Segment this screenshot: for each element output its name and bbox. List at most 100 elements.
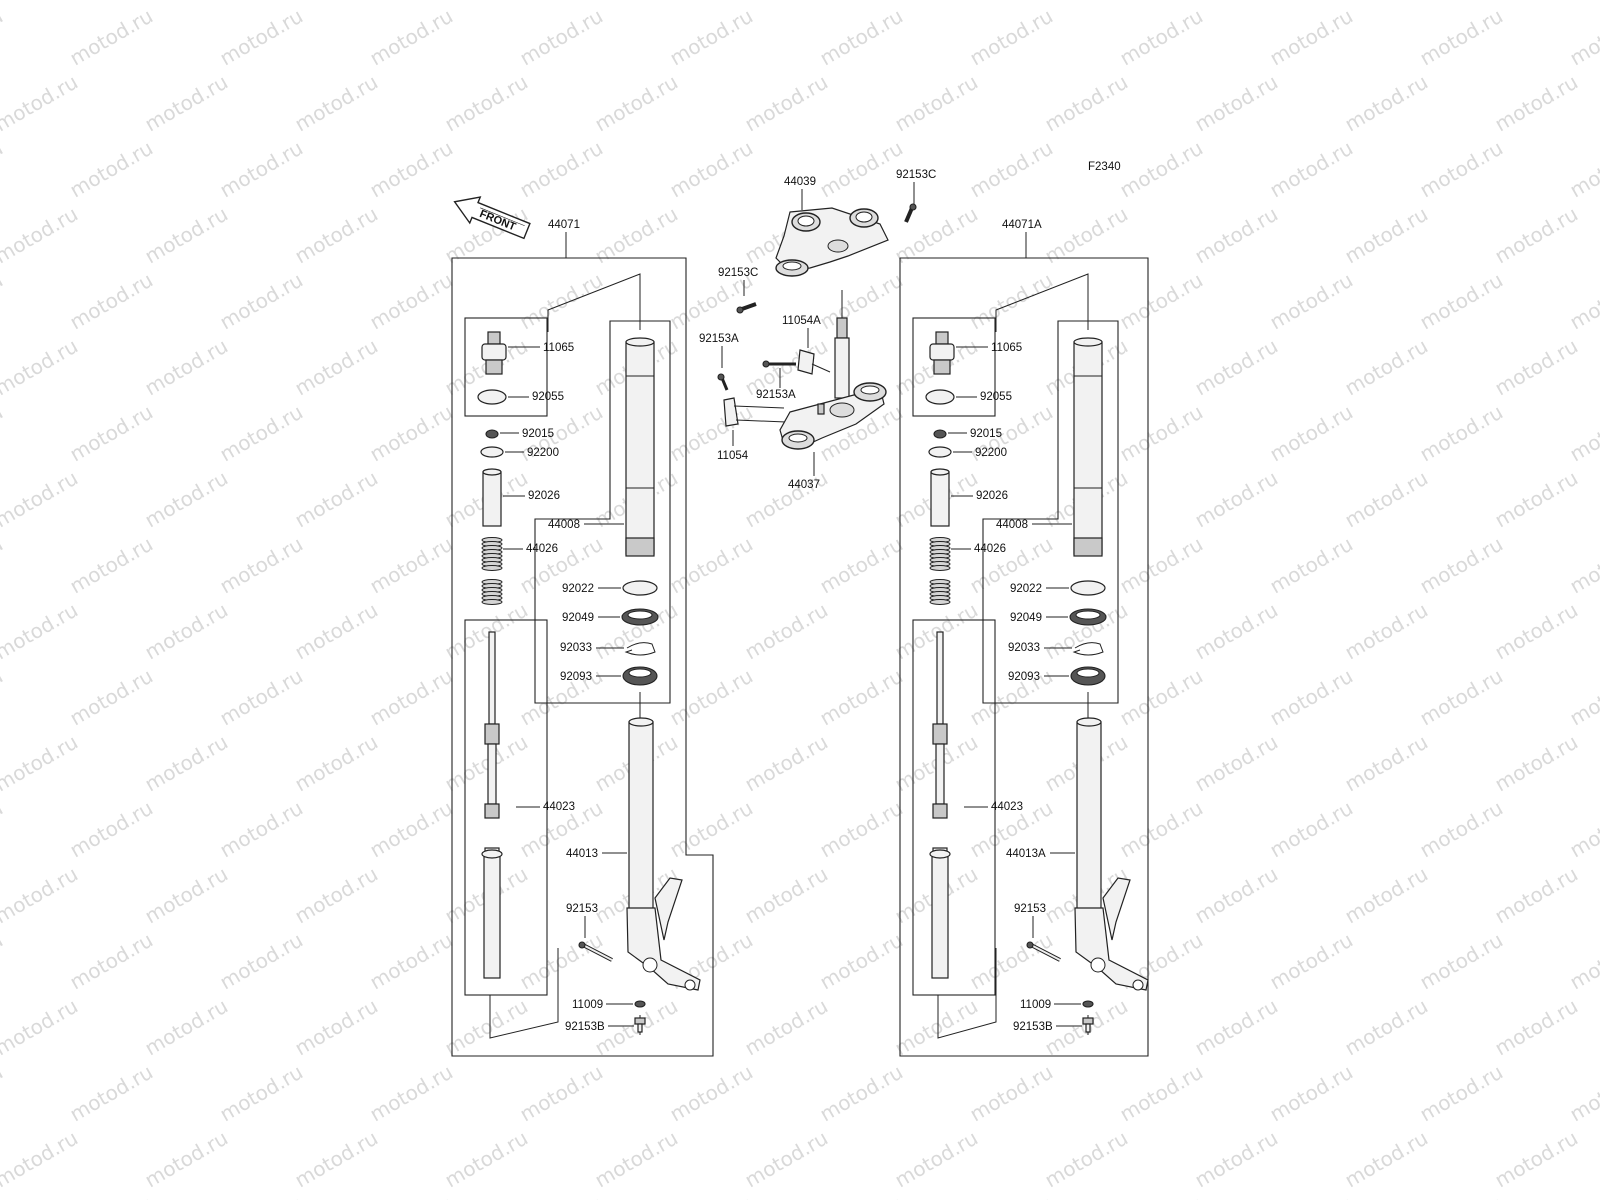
left-label-clip: 92033 bbox=[560, 642, 592, 654]
fork-collar bbox=[482, 468, 502, 527]
fork-cap-bolt bbox=[929, 331, 955, 375]
watermark: motod.ru bbox=[0, 1060, 7, 1127]
watermark: motod.ru bbox=[1416, 1192, 1507, 1200]
label-bracket-bottom: 11054 bbox=[717, 450, 749, 462]
watermark: motod.ru bbox=[1566, 1060, 1600, 1127]
watermark: motod.ru bbox=[666, 796, 757, 863]
watermark: motod.ru bbox=[1341, 730, 1432, 797]
fork-circlip bbox=[1072, 642, 1104, 656]
watermark: motod.ru bbox=[0, 334, 82, 401]
fork-spring bbox=[481, 537, 503, 605]
watermark: motod.ru bbox=[141, 466, 232, 533]
watermark: motod.ru bbox=[666, 664, 757, 731]
steering-stem-group: 44039 92153C 92153C 11054A bbox=[699, 169, 936, 491]
label-bolt-a2: 92153A bbox=[756, 389, 796, 401]
fork-collar bbox=[930, 468, 950, 527]
watermark: motod.ru bbox=[816, 796, 907, 863]
watermark: motod.ru bbox=[141, 202, 232, 269]
watermark: motod.ru bbox=[1191, 598, 1282, 665]
watermark: motod.ru bbox=[1116, 664, 1207, 731]
watermark: motod.ru bbox=[516, 4, 607, 71]
watermark: motod.ru bbox=[516, 928, 607, 995]
watermark: motod.ru bbox=[1416, 928, 1507, 995]
watermark: motod.ru bbox=[1191, 994, 1282, 1061]
left-label-tube: 44008 bbox=[548, 519, 580, 531]
watermark: motod.ru bbox=[966, 1192, 1057, 1200]
left-label-dustseal: 92093 bbox=[560, 671, 592, 683]
watermark: motod.ru bbox=[291, 1126, 382, 1193]
watermark: motod.ru bbox=[216, 796, 307, 863]
watermark: motod.ru bbox=[66, 664, 157, 731]
watermark: motod.ru bbox=[0, 928, 7, 995]
watermark: motod.ru bbox=[1341, 598, 1432, 665]
watermark: motod.ru bbox=[1566, 1192, 1600, 1200]
fork-outer-tube bbox=[626, 717, 701, 991]
watermark: motod.ru bbox=[1416, 1060, 1507, 1127]
fork-damper-cartridge bbox=[929, 631, 951, 979]
watermark: motod.ru bbox=[516, 1060, 607, 1127]
bracket-plate bbox=[797, 349, 831, 375]
watermark: motod.ru bbox=[741, 730, 832, 797]
watermark: motod.ru bbox=[291, 0, 382, 4]
watermark: motod.ru bbox=[0, 862, 82, 929]
watermark: motod.ru bbox=[0, 796, 7, 863]
left-assembly-number: 44071 bbox=[548, 219, 580, 231]
watermark: motod.ru bbox=[141, 598, 232, 665]
label-stem-head: 44037 bbox=[788, 479, 820, 491]
fork-o-ring bbox=[477, 389, 507, 405]
fork-outer-tube bbox=[1074, 717, 1149, 991]
watermark: motod.ru bbox=[216, 664, 307, 731]
watermark: motod.ru bbox=[366, 928, 457, 995]
right-label-bolt: 92153 bbox=[1014, 903, 1046, 915]
left-label-bolt2: 92153B bbox=[565, 1021, 605, 1033]
watermark: motod.ru bbox=[1341, 1126, 1432, 1193]
right-label-outer: 44013A bbox=[1006, 848, 1046, 860]
fork-nut bbox=[933, 429, 947, 439]
drain-bolt bbox=[1082, 1017, 1094, 1033]
watermark: motod.ru bbox=[1191, 0, 1282, 4]
watermark: motod.ru bbox=[966, 1060, 1057, 1127]
watermark: motod.ru bbox=[1491, 70, 1582, 137]
watermark: motod.ru bbox=[366, 400, 457, 467]
watermark: motod.ru bbox=[1191, 862, 1282, 929]
watermark: motod.ru bbox=[216, 1192, 307, 1200]
watermark: motod.ru bbox=[1416, 532, 1507, 599]
watermark: motod.ru bbox=[366, 4, 457, 71]
label-upper-bolt-right: 92153C bbox=[896, 169, 936, 181]
left-label-washer2: 11009 bbox=[572, 999, 603, 1011]
fork-inner-tube bbox=[625, 337, 655, 557]
upper-clamp-bolt-left bbox=[736, 302, 757, 314]
watermark: motod.ru bbox=[1566, 400, 1600, 467]
watermark: motod.ru bbox=[1341, 0, 1432, 4]
watermark: motod.ru bbox=[1566, 136, 1600, 203]
watermark: motod.ru bbox=[666, 1060, 757, 1127]
watermark: motod.ru bbox=[291, 994, 382, 1061]
right-label-collar: 92026 bbox=[976, 490, 1008, 502]
watermark: motod.ru bbox=[366, 136, 457, 203]
watermark: motod.ru bbox=[291, 202, 382, 269]
watermark: motod.ru bbox=[366, 664, 457, 731]
fork-damper-cartridge bbox=[481, 631, 503, 979]
watermark: motod.ru bbox=[441, 598, 532, 665]
watermark: motod.ru bbox=[1341, 334, 1432, 401]
watermark: motod.ru bbox=[666, 4, 757, 71]
watermark: motod.ru bbox=[1341, 70, 1432, 137]
watermark: motod.ru bbox=[1116, 796, 1207, 863]
watermark: motod.ru bbox=[0, 598, 82, 665]
watermark: motod.ru bbox=[966, 4, 1057, 71]
watermark: motod.ru bbox=[516, 136, 607, 203]
watermark: motod.ru bbox=[516, 1192, 607, 1200]
watermark: motod.ru bbox=[0, 4, 7, 71]
watermark: motod.ru bbox=[741, 0, 832, 4]
watermark: motod.ru bbox=[1041, 1126, 1132, 1193]
watermark: motod.ru bbox=[141, 1126, 232, 1193]
watermark: motod.ru bbox=[366, 532, 457, 599]
watermark: motod.ru bbox=[816, 268, 907, 335]
watermark: motod.ru bbox=[66, 532, 157, 599]
watermark: motod.ru bbox=[1266, 4, 1357, 71]
watermark: motod.ru bbox=[1191, 70, 1282, 137]
watermark: motod.ru bbox=[0, 136, 7, 203]
watermark: motod.ru bbox=[0, 664, 7, 731]
watermark: motod.ru bbox=[216, 268, 307, 335]
watermark: motod.ru bbox=[441, 994, 532, 1061]
